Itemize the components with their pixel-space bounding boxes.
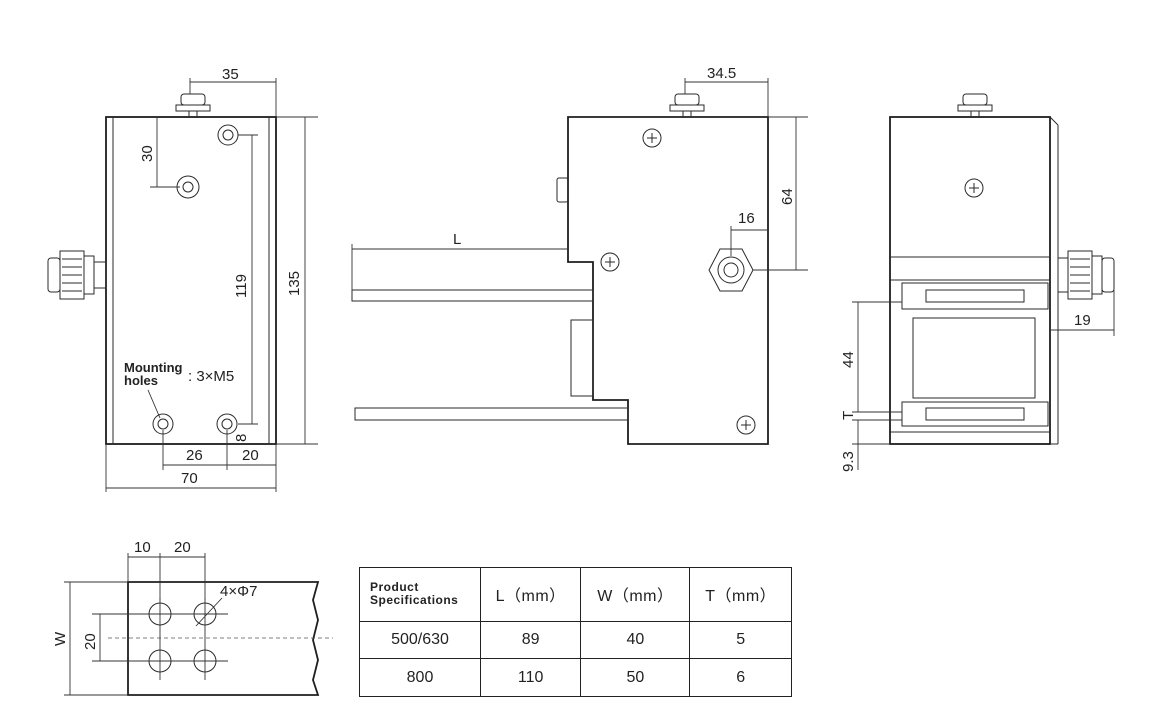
dim-L: L	[453, 231, 461, 248]
top-screw-icon	[175, 93, 211, 117]
dim-135: 135	[286, 271, 303, 296]
front-body	[105, 116, 277, 445]
side-knob	[556, 177, 569, 203]
cable-gland-icon	[708, 248, 754, 292]
prong-upper	[351, 289, 594, 302]
table-header-row: Product Specifications L（mm） W（mm） T（mm）	[359, 567, 792, 622]
dim-64: 64	[779, 188, 796, 205]
dim-8: 8	[233, 434, 250, 442]
phillips-screw-icon	[600, 128, 756, 435]
cable-gland-icon	[47, 250, 107, 300]
table-cell: 800	[359, 658, 481, 697]
top-screw-icon	[669, 93, 705, 117]
table-header-L: L（mm）	[479, 567, 582, 622]
front-view: 35 30 119 135 Mounting holes : 3×M5 8 26…	[47, 66, 318, 492]
dim-19: 19	[1074, 312, 1091, 329]
mounting-hole-icon	[152, 124, 239, 435]
dim-T: T	[840, 411, 857, 420]
table-cell: 500/630	[359, 620, 481, 660]
table-row: 500/630 89 40 5	[359, 620, 792, 660]
table-cell: 5	[689, 620, 792, 660]
table-header-product: Product Specifications	[359, 567, 481, 622]
table-header-W: W（mm）	[580, 567, 691, 622]
table-header-T: T（mm）	[689, 567, 792, 622]
prong-lower	[354, 407, 629, 421]
table-cell: 110	[479, 658, 582, 697]
spec-table: Product Specifications L（mm） W（mm） T（mm）…	[359, 567, 792, 697]
holes-label: 4×Φ7	[220, 583, 257, 600]
dim-34-5: 34.5	[707, 65, 736, 82]
dim-119: 119	[233, 274, 250, 298]
header-line-1: Product	[370, 580, 419, 595]
dim-26: 26	[186, 447, 203, 464]
table-cell: 50	[580, 658, 691, 697]
dim-9-3: 9.3	[840, 451, 857, 472]
mounting-label-1: Mounting	[124, 360, 183, 375]
dim-30: 30	[139, 145, 156, 162]
side-view: 34.5 64 16 L	[351, 65, 808, 445]
table-cell: 6	[689, 658, 792, 697]
dim-10: 10	[134, 539, 151, 556]
end-view: 19 44 T 9.3	[840, 93, 1115, 472]
dim-16: 16	[738, 210, 755, 227]
table-cell: 89	[479, 620, 582, 660]
side-body	[567, 116, 769, 445]
dim-W: W	[52, 631, 69, 646]
mounting-label-value: : 3×M5	[188, 368, 234, 385]
phillips-screw-icon	[964, 178, 984, 198]
table-cell: 40	[580, 620, 691, 660]
table-row: 800 110 50 6	[359, 658, 792, 697]
hole-icon	[92, 598, 228, 680]
dim-20-pitch: 20	[82, 633, 99, 650]
busbar-outline	[127, 581, 320, 696]
mounting-label-2: holes	[124, 373, 158, 388]
hole-pattern-view: 10 20 4×Φ7 20 W	[52, 539, 333, 696]
dim-44: 44	[840, 351, 857, 368]
dim-70: 70	[181, 470, 198, 487]
dim-35: 35	[222, 66, 239, 83]
header-line-2: Specifications	[370, 593, 459, 608]
dim-20-top: 20	[174, 539, 191, 556]
dim-20: 20	[242, 447, 259, 464]
top-screw-icon	[957, 93, 993, 117]
cable-gland-icon	[1057, 250, 1115, 300]
